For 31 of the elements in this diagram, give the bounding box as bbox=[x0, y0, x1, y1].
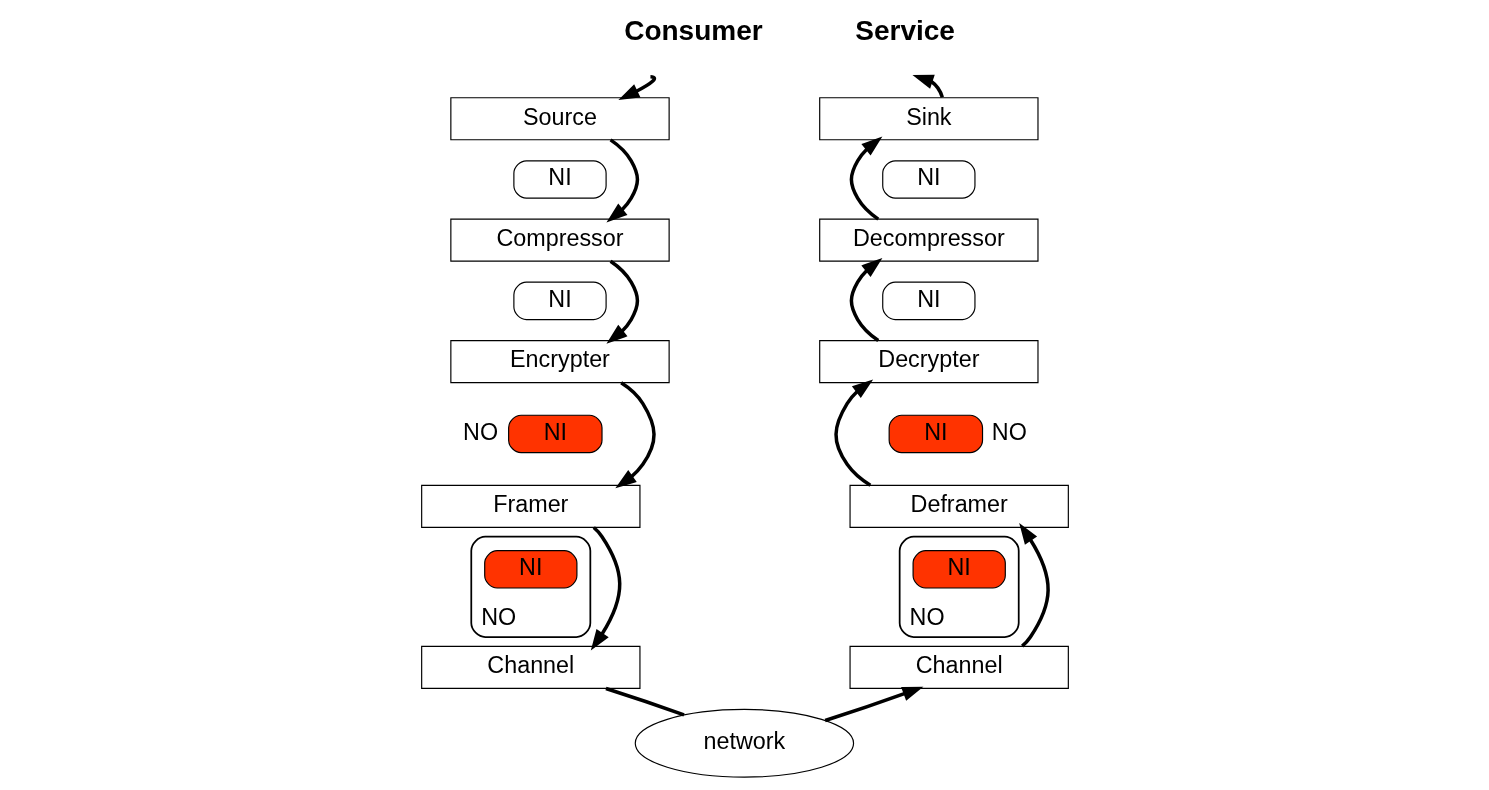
arrow bbox=[911, 74, 944, 98]
arrow bbox=[824, 686, 923, 723]
label: Consumer bbox=[623, 14, 763, 46]
node-box: NI bbox=[881, 160, 976, 199]
label: Service bbox=[854, 14, 955, 46]
arrow bbox=[605, 259, 639, 344]
node-box: NI bbox=[483, 550, 577, 589]
node-box: Sink bbox=[818, 97, 1039, 141]
node-box: Channel bbox=[420, 645, 641, 689]
arrow bbox=[833, 379, 873, 487]
node-box: Decrypter bbox=[818, 339, 1039, 384]
node-box: NI bbox=[881, 281, 976, 321]
node-box: NI bbox=[512, 160, 607, 199]
node-box: Decompressor bbox=[818, 218, 1039, 262]
node-box: Deframer bbox=[848, 484, 1069, 528]
node-ellipse: network bbox=[634, 708, 854, 778]
node-box: Compressor bbox=[449, 218, 670, 262]
arrow bbox=[605, 138, 639, 223]
node-box: NI bbox=[512, 281, 607, 321]
node-box: Framer bbox=[420, 484, 641, 528]
arrow bbox=[849, 257, 882, 342]
arrow bbox=[849, 136, 882, 221]
node-box: Encrypter bbox=[449, 339, 670, 384]
node-box: NI bbox=[912, 550, 1006, 589]
node-box: Source bbox=[449, 97, 670, 141]
node-label: NO bbox=[991, 418, 1027, 445]
connector bbox=[604, 686, 685, 717]
node-label: NO bbox=[462, 418, 498, 445]
node-box: Channel bbox=[848, 645, 1069, 689]
arrow bbox=[617, 75, 656, 100]
arrow bbox=[614, 381, 656, 489]
